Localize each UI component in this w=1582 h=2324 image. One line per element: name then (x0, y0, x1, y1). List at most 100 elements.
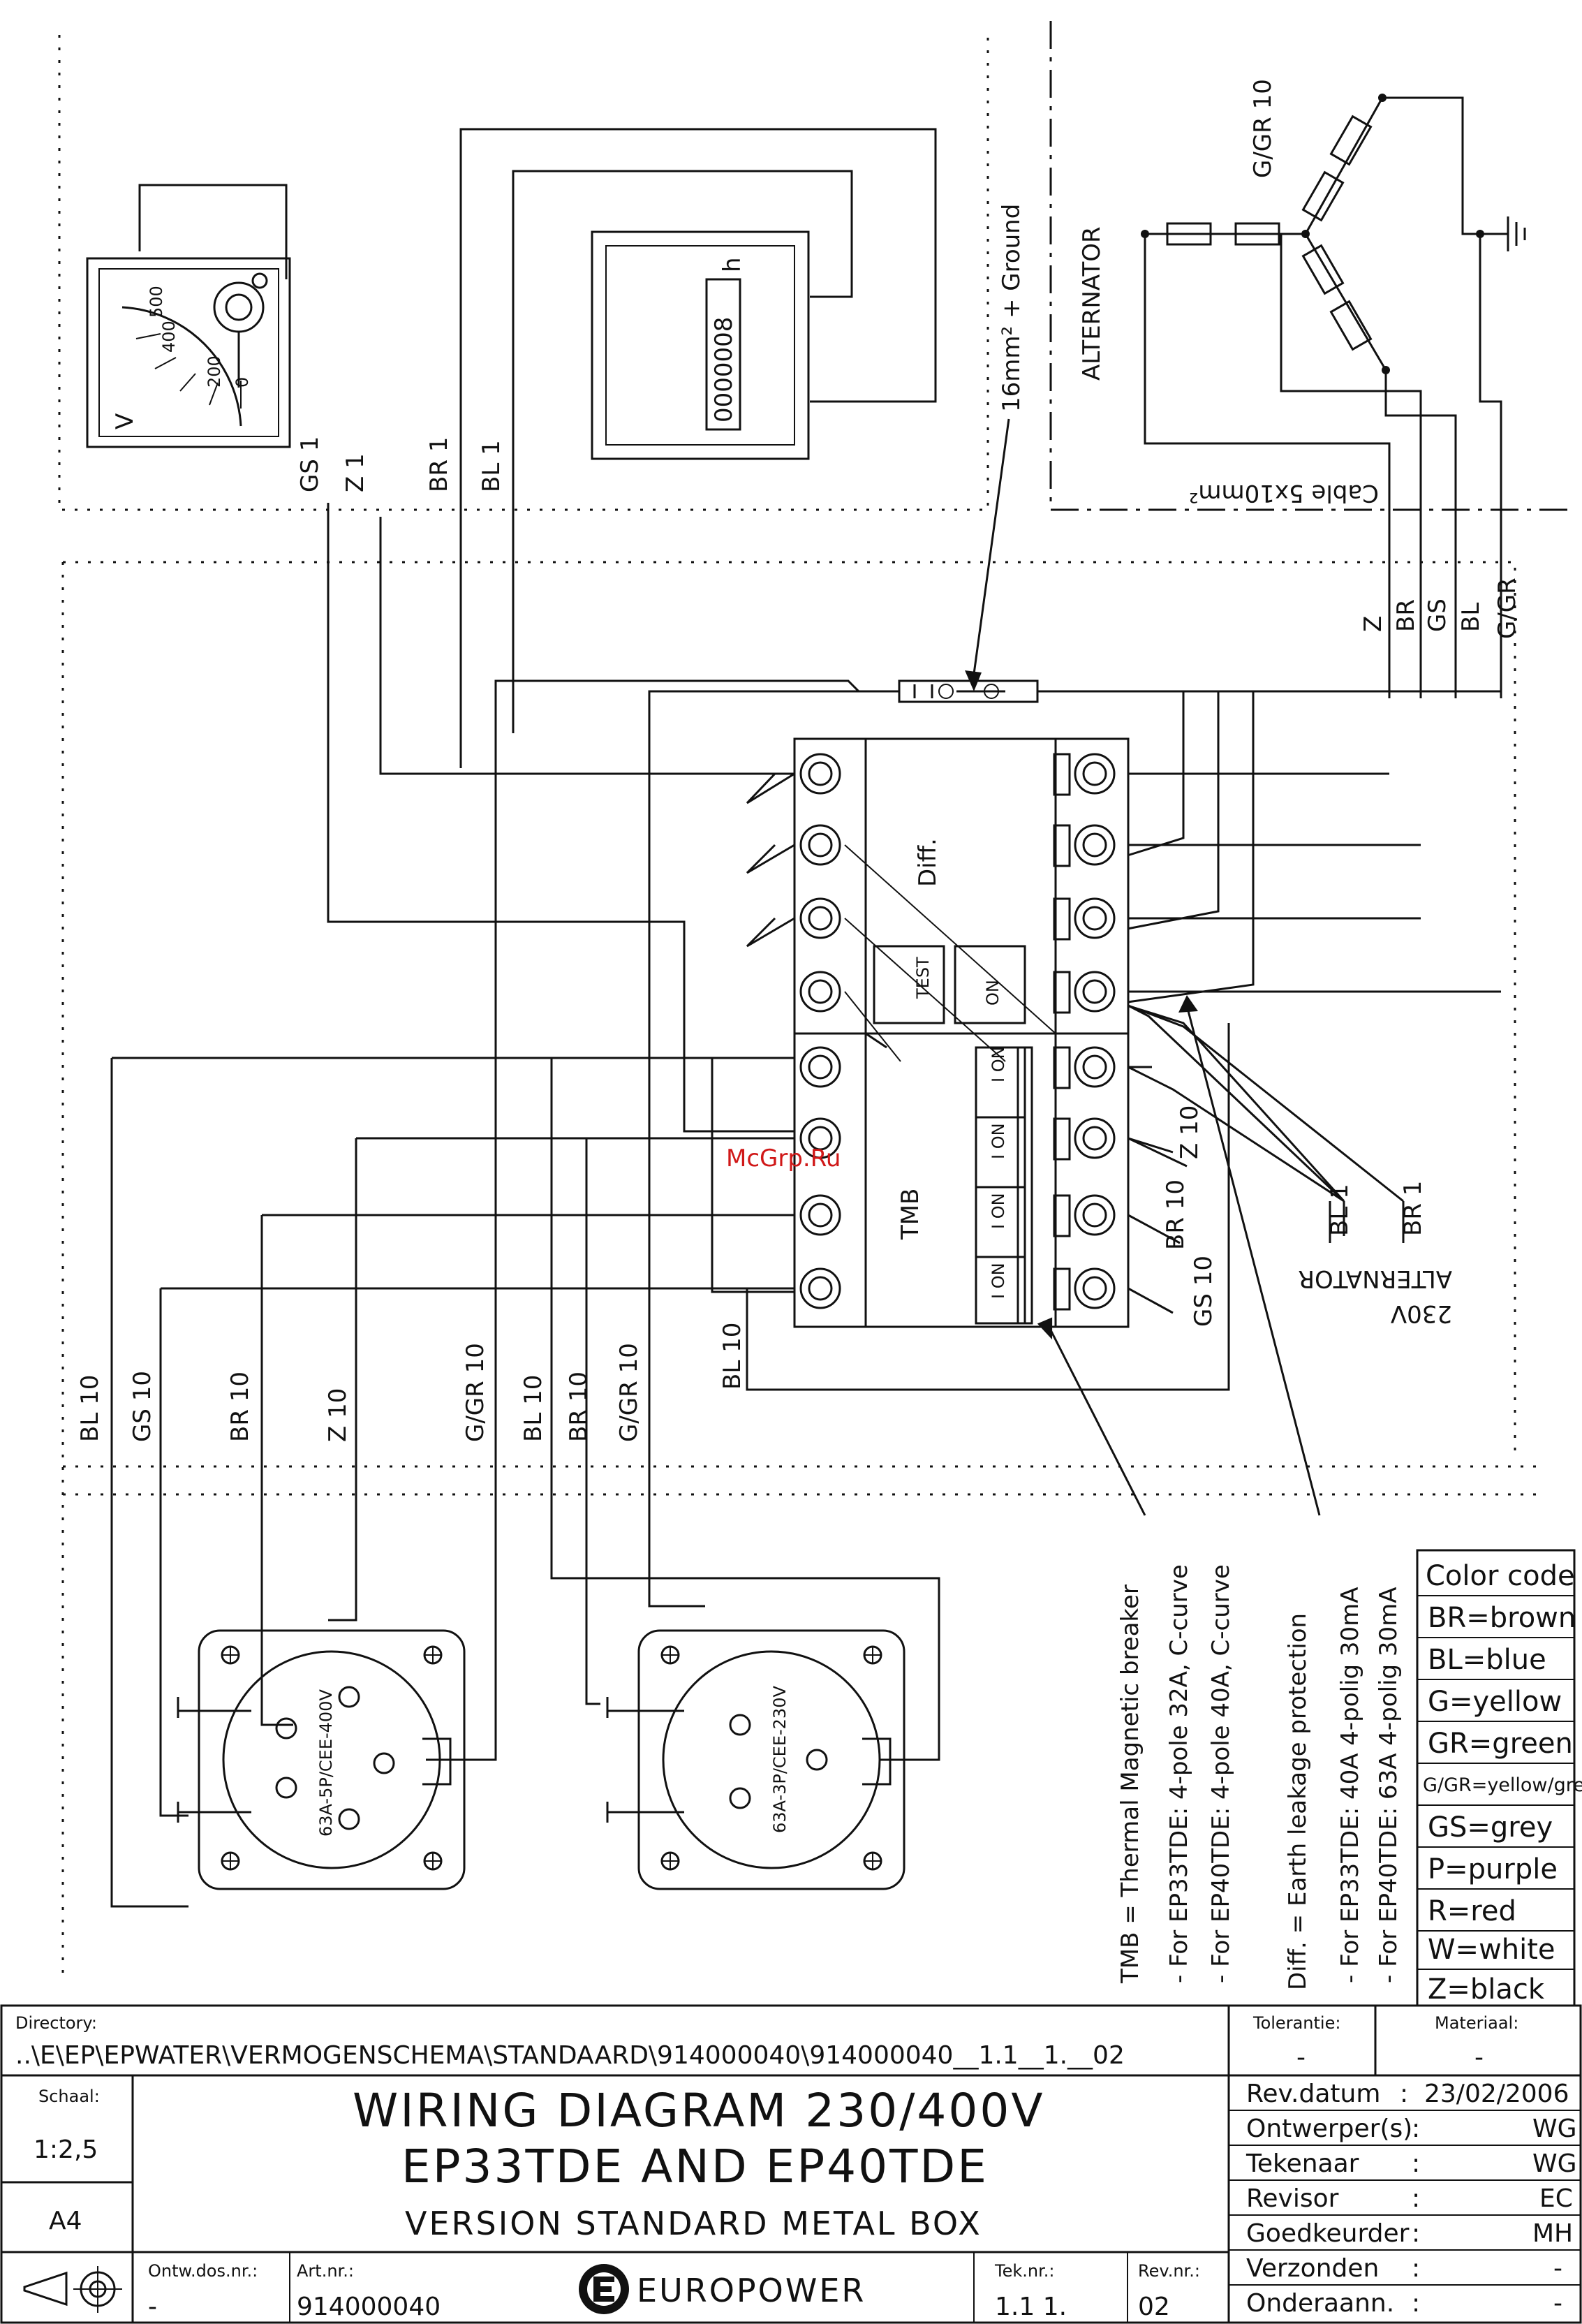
scale-value: 1:2,5 (34, 2135, 98, 2164)
wire-label-gs: GS (1424, 598, 1451, 632)
diff-on-label: ON (983, 980, 1003, 1006)
label-z1: Z 1 (341, 453, 369, 492)
socket-230v-type: 63A-3P/CEE-230V (770, 1686, 790, 1833)
tekenaar-value: WG (1532, 2149, 1577, 2178)
distribution-wires (110, 503, 940, 1908)
color-code-z: Z=black (1428, 1973, 1545, 2006)
onderaann-value: - (1553, 2289, 1562, 2318)
tek-nr-value: 1.1 1. (995, 2293, 1067, 2321)
art-nr-label: Art.nr.: (297, 2261, 354, 2281)
voltmeter-scale-0: 0 (232, 377, 252, 388)
gg10-label: G/GR 10 (1249, 79, 1277, 178)
logo-text: EUROPOWER (637, 2272, 866, 2309)
enclosure-outlines (58, 21, 1571, 1978)
legend-tmb-line2: - For EP40TDE: 4-pole 40A, C-curve (1207, 1564, 1235, 1983)
art-nr-value: 914000040 (297, 2293, 441, 2321)
label-bl1: BL 1 (478, 440, 505, 492)
paper-size: A4 (49, 2207, 82, 2235)
ontwerper-label: Ontwerper(s) (1246, 2115, 1412, 2143)
legend-diff-line2: - For EP40TDE: 63A 4-polig 30mA (1375, 1587, 1403, 1984)
rev-datum-label: Rev.datum (1246, 2080, 1380, 2108)
verzonden-value: - (1553, 2254, 1562, 2283)
label-br10-panel: BR 10 (1162, 1179, 1190, 1250)
socket-230v: 63A-3P/CEE-230V (606, 1629, 905, 1890)
legend-tmb-title: TMB = Thermal Magnetic breaker (1116, 1584, 1144, 1984)
rev-datum-sep: : (1400, 2080, 1408, 2108)
label-gs1: GS 1 (296, 436, 324, 492)
wire-label-br: BR (1392, 599, 1420, 632)
title-block: Directory: ..\E\EP\EPWATER\VERMOGENSCHEM… (0, 2004, 1582, 2324)
wire-label-ggr: G/GR (1493, 578, 1521, 639)
material-value: - (1474, 2043, 1484, 2072)
test-button: TEST (913, 957, 933, 999)
color-code-br: BR=brown (1428, 1602, 1576, 1634)
tmb-on-2: I ON (989, 1123, 1008, 1159)
diff-label: Diff. (914, 838, 942, 887)
alternator-230v-voltage: 230V (1391, 1300, 1452, 1328)
voltmeter-scale-200: 200 (205, 355, 224, 388)
hour-meter: 0000008 h (459, 128, 937, 538)
color-code-p: P=purple (1428, 1853, 1558, 1885)
title-line-2: EP33TDE AND EP40TDE (401, 2140, 989, 2193)
ontw-dos-label: Ontw.dos.nr.: (148, 2261, 258, 2281)
color-code-title: Color code (1426, 1560, 1575, 1592)
tek-nr-label: Tek.nr.: (994, 2261, 1054, 2281)
directory-label: Directory: (15, 2013, 97, 2033)
wire-label-z: Z (1359, 616, 1387, 632)
color-code-bl: BL=blue (1428, 1644, 1546, 1676)
label-gs10-panel: GS 10 (1190, 1256, 1218, 1327)
legend-tmb-line1: - For EP33TDE: 4-pole 32A, C-curve (1165, 1564, 1193, 1983)
title-line-1: WIRING DIAGRAM 230/400V (353, 2084, 1045, 2138)
color-code-ggr: G/GR=yellow/green (1423, 1774, 1582, 1796)
voltmeter: V 0 200 400 500 (86, 184, 291, 448)
ground-label: 16mm² + Ground (998, 204, 1026, 412)
label-bl10-panel: BL 10 (718, 1323, 746, 1390)
ontw-dos-value: - (148, 2293, 157, 2321)
socket-400v-type: 63A-5P/CEE-400V (316, 1689, 336, 1837)
label-br10-a: BR 10 (226, 1371, 254, 1442)
goedkeurder-label: Goedkeurder (1246, 2219, 1410, 2248)
title-line-3: VERSION STANDARD METAL BOX (405, 2205, 982, 2242)
voltmeter-unit-label: V (111, 413, 139, 429)
label-gs10-a: GS 10 (128, 1371, 156, 1442)
label-bl10-b: BL 10 (519, 1375, 547, 1442)
label-ggr10-a: G/GR 10 (461, 1343, 489, 1442)
label-br1-alt: BR 1 (1399, 1181, 1427, 1236)
legend-diff-title: Diff. = Earth leakage protection (1284, 1613, 1312, 1990)
tolerance-label: Tolerantie: (1252, 2013, 1340, 2033)
onderaann-sep: : (1412, 2289, 1420, 2318)
alternator-title: ALTERNATOR (1078, 226, 1106, 381)
verzonden-label: Verzonden (1246, 2254, 1379, 2283)
color-code-r: R=red (1428, 1895, 1516, 1927)
tmb-on-1: I ON (989, 1046, 1008, 1082)
onderaann-label: Onderaann. (1246, 2289, 1394, 2318)
wire-labels: GS 1 Z 1 BR 1 BL 1 Z 10 BR 10 GS 10 BL 1… (76, 436, 1452, 1442)
rev-nr-value: 02 (1138, 2293, 1170, 2321)
goedkeurder-sep: : (1412, 2219, 1420, 2248)
right-terminals (1053, 753, 1116, 1311)
legend-diff-line1: - For EP33TDE: 40A 4-polig 30mA (1336, 1587, 1364, 1984)
tmb-label: TMB (896, 1189, 924, 1240)
breaker-panel: TEST ON I ON I ON I ON I ON Diff. TMB (746, 737, 1405, 1516)
color-code-table: Color code BR=brown BL=blue G=yellow GR=… (1416, 1549, 1582, 2007)
incoming-wires: Z BR GS BL G/GR (494, 578, 1521, 1278)
tmb-on-3: I ON (989, 1193, 1008, 1229)
projection-symbol-icon (23, 2266, 122, 2313)
voltmeter-scale-400: 400 (159, 321, 179, 353)
label-ggr10-b: G/GR 10 (615, 1343, 643, 1442)
left-terminals (799, 753, 841, 1309)
color-code-gr: GR=green (1428, 1728, 1573, 1760)
socket-400v: 63A-5P/CEE-400V (177, 1629, 466, 1890)
goedkeurder-value: MH (1532, 2219, 1573, 2248)
alternator-cable-label: Cable 5x10mm² (1189, 479, 1379, 507)
rev-nr-label: Rev.nr.: (1138, 2261, 1200, 2281)
europower-logo: EUROPOWER (579, 2264, 866, 2314)
tolerance-value: - (1296, 2043, 1306, 2072)
voltmeter-scale-500: 500 (147, 286, 166, 318)
label-z10-a: Z 10 (324, 1388, 352, 1442)
color-code-gs: GS=grey (1428, 1811, 1553, 1844)
material-label: Materiaal: (1435, 2013, 1518, 2033)
label-br1: BR 1 (425, 437, 453, 492)
rev-datum-value: 23/02/2006 (1424, 2080, 1569, 2108)
